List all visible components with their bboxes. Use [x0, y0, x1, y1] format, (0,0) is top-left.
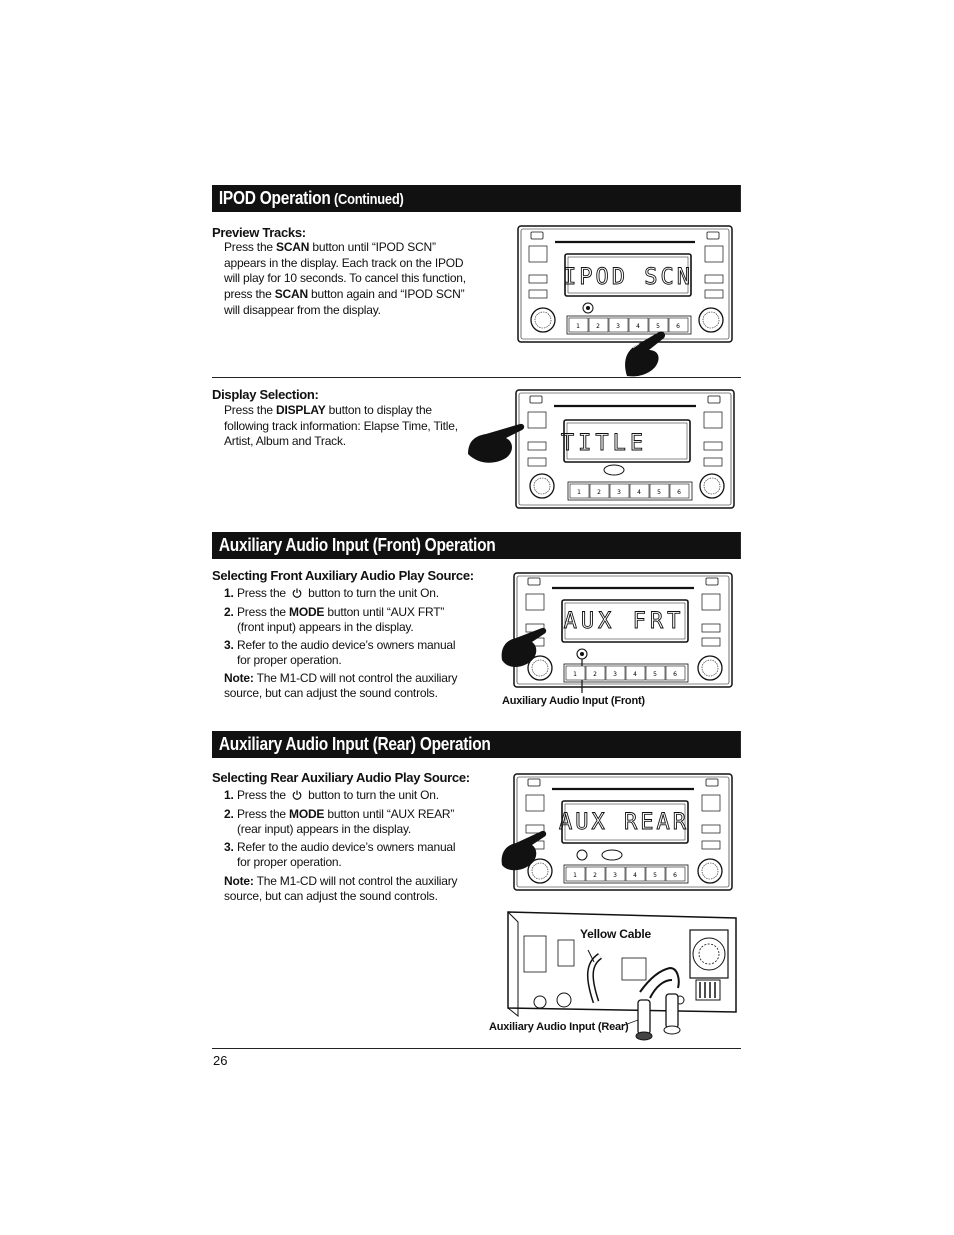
- preset-label: 5: [653, 671, 657, 678]
- radio-figure-aux-front: AUX FRT 1 2 3 4 5 6: [501, 572, 733, 693]
- preset-label: 3: [613, 872, 617, 879]
- power-icon: [292, 588, 302, 598]
- preset-label: 4: [636, 323, 640, 330]
- preset-label: 5: [656, 323, 660, 330]
- scan-key: SCAN: [276, 240, 310, 254]
- preset-label: 2: [596, 323, 600, 330]
- preset-label: 5: [657, 489, 661, 496]
- mode-key: MODE: [289, 807, 325, 821]
- yellow-cable-label: Yellow Cable: [580, 927, 651, 941]
- section-banner-rear-aux: Auxiliary Audio Input (Rear) Operation: [212, 731, 741, 758]
- scan-key: SCAN: [274, 287, 308, 302]
- front-step-3: 3. Refer to the audio device’s owners ma…: [224, 638, 456, 667]
- front-note: Note: The M1-CD will not control the aux…: [224, 671, 458, 700]
- footer-rule: [212, 1048, 741, 1049]
- section-subtitle: (Continued): [333, 191, 404, 208]
- pointing-hand-icon: [501, 627, 547, 667]
- power-icon: [292, 790, 302, 800]
- section-title: Auxiliary Audio Input (Rear) Operation: [218, 734, 491, 754]
- section-title: IPOD Operation: [218, 188, 331, 208]
- preset-label: 2: [597, 489, 601, 496]
- preview-tracks-heading: Preview Tracks:: [212, 225, 306, 240]
- lcd-display-text: AUX REAR: [559, 810, 689, 835]
- yellow-cable: [587, 949, 681, 1041]
- radio-figure-ipod-scan: IPOD SCN 1 2 3 4 5 6: [517, 225, 733, 377]
- lcd-display-text: TITLE: [561, 431, 647, 456]
- rear-step-2: 2. Press the MODE button until “AUX REAR…: [224, 807, 455, 836]
- radio-faceplate: [513, 773, 733, 891]
- radio-faceplate: [513, 572, 733, 693]
- pointing-hand-icon: [501, 830, 547, 871]
- section-banner-ipod: IPOD Operation(Continued): [212, 185, 741, 212]
- preset-label: 3: [616, 323, 620, 330]
- preset-label: 1: [573, 671, 577, 678]
- pointing-hand-icon: [625, 331, 666, 377]
- preset-buttons: 1 2 3 4 5 6: [568, 317, 689, 333]
- rear-step-3: 3. Refer to the audio device’s owners ma…: [224, 840, 456, 869]
- rear-note: Note: The M1-CD will not control the aux…: [224, 874, 458, 903]
- preset-label: 3: [617, 489, 621, 496]
- front-step-1: 1. Press the button to turn the unit On.: [224, 586, 439, 600]
- leader-line: [621, 1019, 639, 1027]
- page-number: 26: [213, 1053, 228, 1068]
- preset-label: 1: [576, 323, 580, 330]
- preset-label: 1: [573, 872, 577, 879]
- rear-chassis-figure: [507, 911, 737, 1041]
- display-key: DISPLAY: [276, 403, 326, 417]
- section-title: Auxiliary Audio Input (Front) Operation: [218, 535, 496, 555]
- lcd-display-text: IPOD SCN: [563, 265, 693, 290]
- preset-buttons: 1 2 3 4 5 6: [569, 483, 690, 499]
- preset-label: 2: [593, 671, 597, 678]
- rear-source-heading: Selecting Rear Auxiliary Audio Play Sour…: [212, 770, 470, 785]
- lcd-display-text: AUX FRT: [564, 609, 685, 634]
- preview-tracks-text: Press the SCAN button until “IPOD SCN” a…: [224, 240, 466, 317]
- section-banner-front-aux: Auxiliary Audio Input (Front) Operation: [212, 532, 741, 559]
- preset-label: 6: [673, 671, 677, 678]
- preset-label: 5: [653, 872, 657, 879]
- preset-label: 1: [577, 489, 581, 496]
- rear-step-1: 1. Press the button to turn the unit On.: [224, 788, 439, 802]
- display-selection-heading: Display Selection:: [212, 387, 319, 402]
- preset-label: 3: [613, 671, 617, 678]
- preset-buttons: 1 2 3 4 5 6: [565, 866, 686, 882]
- radio-faceplate: [517, 225, 733, 343]
- radio-figure-title: TITLE 1 2 3 4 5 6: [468, 389, 735, 509]
- aux-rear-caption: Auxiliary Audio Input (Rear): [489, 1021, 629, 1033]
- aux-front-caption: Auxiliary Audio Input (Front): [502, 695, 645, 707]
- preset-label: 2: [593, 872, 597, 879]
- preset-label: 4: [633, 872, 637, 879]
- display-selection-text: Press the DISPLAY button to display the …: [224, 403, 458, 449]
- preset-label: 6: [677, 489, 681, 496]
- preset-label: 6: [673, 872, 677, 879]
- preset-label: 4: [633, 671, 637, 678]
- preset-label: 6: [676, 323, 680, 330]
- radio-figure-aux-rear: AUX REAR 1 2 3 4 5 6: [501, 773, 733, 891]
- pointing-hand-icon: [468, 423, 525, 463]
- radio-faceplate: [515, 389, 735, 509]
- preset-buttons: 1 2 3 4 5 6: [565, 665, 686, 681]
- front-step-2: 2. Press the MODE button until “AUX FRT”…: [224, 605, 445, 634]
- section-divider: [212, 377, 741, 378]
- preset-label: 4: [637, 489, 641, 496]
- mode-key: MODE: [289, 605, 325, 619]
- front-source-heading: Selecting Front Auxiliary Audio Play Sou…: [212, 568, 474, 583]
